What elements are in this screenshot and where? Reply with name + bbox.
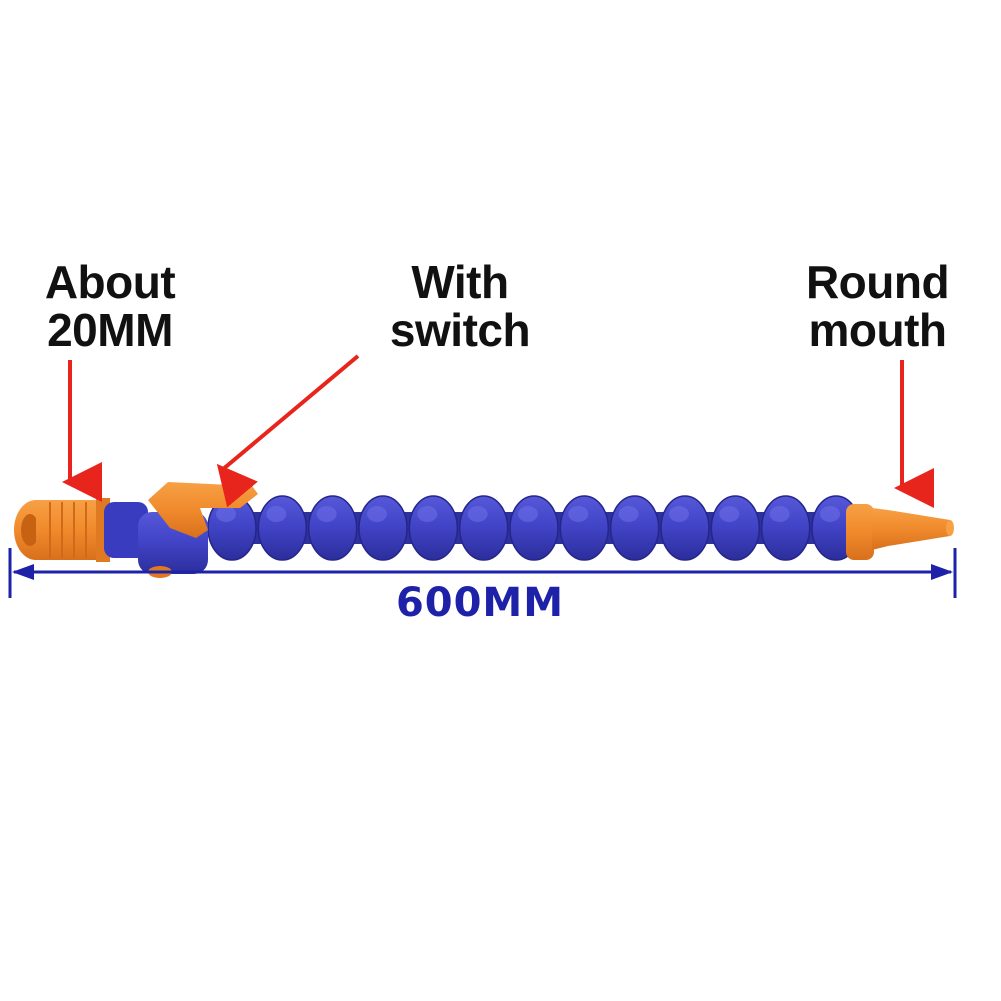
annotation-arrows <box>62 354 934 508</box>
hose-segment-highlight <box>266 506 287 522</box>
mouth-label-line1: Round <box>805 256 950 308</box>
mouth-label-line2: mouth <box>808 304 947 356</box>
hose-segment-highlight <box>216 506 236 522</box>
with-switch-label: With switch <box>360 258 560 354</box>
hose-segment <box>660 495 710 561</box>
hose-segment <box>408 495 459 561</box>
hose-segment <box>358 495 408 561</box>
size-label-line1: About <box>44 256 176 308</box>
hose-segment-highlight <box>467 506 488 522</box>
hose-segment-highlight <box>820 506 840 522</box>
hose-segment-highlight <box>618 506 639 522</box>
hose-segment-highlight <box>769 506 790 522</box>
hose-segment <box>559 495 610 561</box>
hose-segment-highlight <box>669 506 689 522</box>
hose-segment-highlight <box>417 506 438 522</box>
hose-segment <box>710 495 761 561</box>
hose-segment-highlight <box>719 506 740 522</box>
switch-arrow <box>216 354 360 508</box>
dimension-line <box>8 548 957 598</box>
hose-segment <box>458 495 509 561</box>
switch-label-line2: switch <box>389 304 531 356</box>
round-mouth-nozzle <box>846 504 954 560</box>
length-dimension-label: 600MM <box>395 580 565 626</box>
hose-segment-highlight <box>316 506 337 522</box>
hose-segment <box>307 495 358 561</box>
hose-segment <box>609 495 660 561</box>
switch-label-line1: With <box>411 256 509 308</box>
about-20mm-label: About 20MM <box>20 258 200 354</box>
hose-segment <box>509 495 559 561</box>
flexible-hose <box>207 495 861 561</box>
threaded-inlet-fitting <box>14 498 110 562</box>
hose-segment-highlight <box>568 506 589 522</box>
hose-segment <box>257 495 308 561</box>
size-label-line2: 20MM <box>47 304 173 356</box>
hose-segment-highlight <box>518 506 538 522</box>
round-mouth-label: Round mouth <box>785 258 970 354</box>
hose-segment-highlight <box>367 506 387 522</box>
hose-segment <box>760 495 811 561</box>
